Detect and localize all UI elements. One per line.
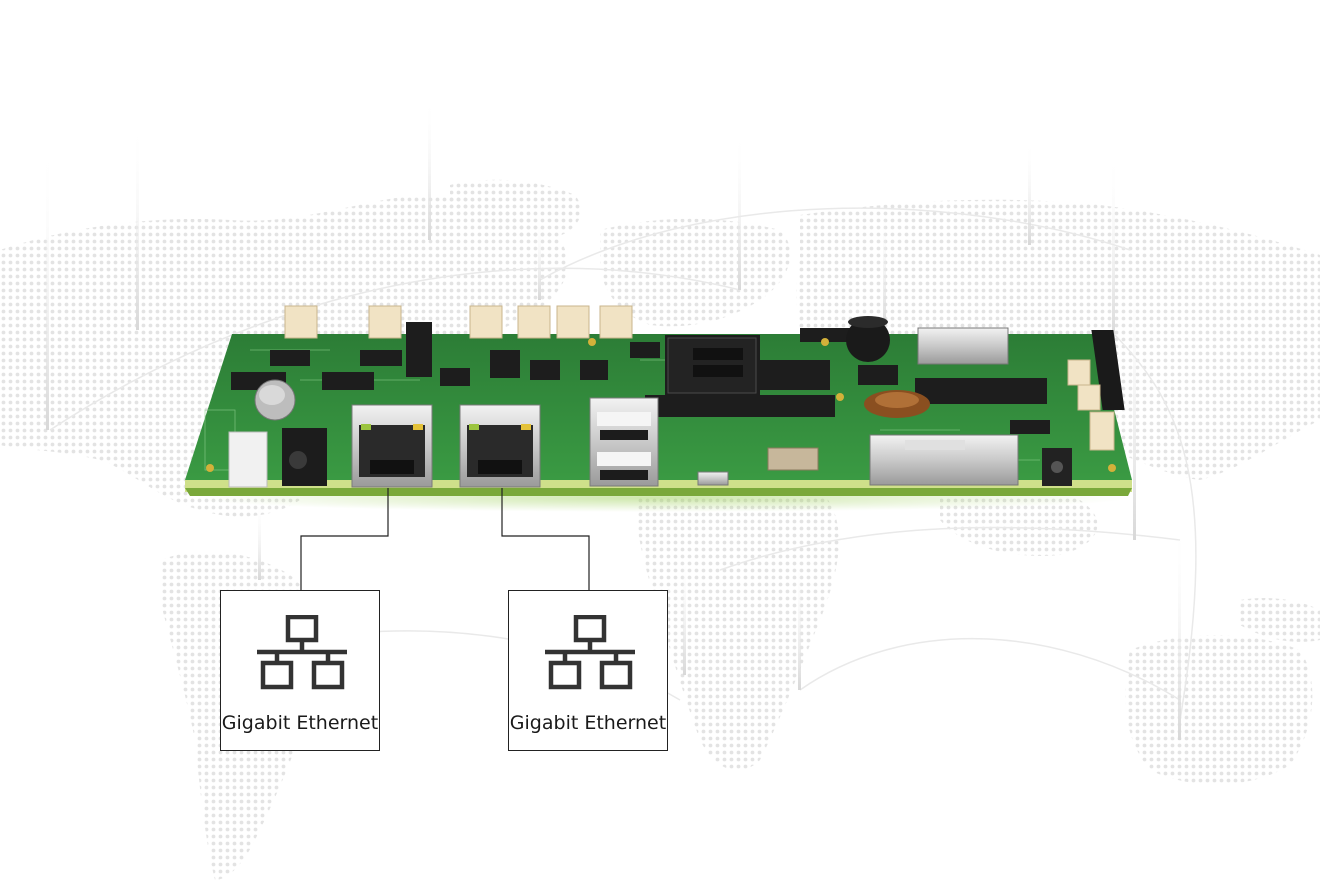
ethernet-port-2 xyxy=(459,404,541,488)
network-topology-icon xyxy=(545,615,635,690)
ethernet-port-1 xyxy=(351,404,433,488)
callout-label: Gigabit Ethernet xyxy=(509,712,667,734)
callout-gigabit-ethernet-2: Gigabit Ethernet xyxy=(508,590,668,751)
network-topology-icon xyxy=(257,615,347,690)
connection-arcs xyxy=(49,207,1197,721)
usb-ports xyxy=(589,397,659,487)
callout-label: Gigabit Ethernet xyxy=(221,712,379,734)
callout-gigabit-ethernet-1: Gigabit Ethernet xyxy=(220,590,380,751)
beacon-lines xyxy=(46,95,1181,740)
header-connectors xyxy=(284,305,633,339)
